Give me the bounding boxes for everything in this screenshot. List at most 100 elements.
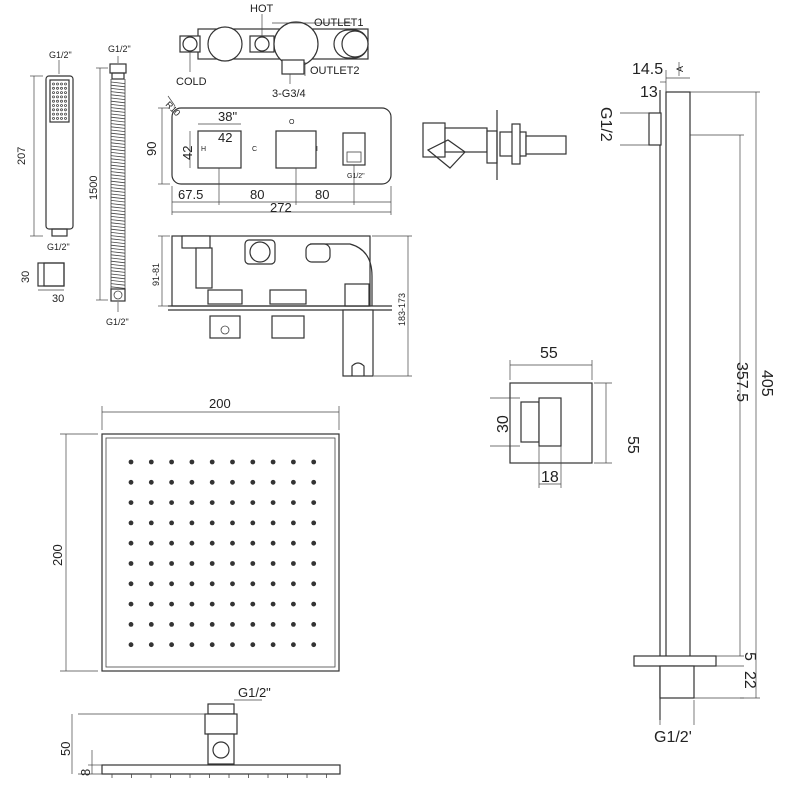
nozzle-dot: [311, 581, 317, 587]
nozzle-dot: [148, 622, 154, 627]
hose-coil: [110, 260, 126, 264]
hose-coil: [110, 110, 126, 113]
nozzle-dot: [189, 601, 195, 607]
hose-coil: [110, 270, 126, 273]
handset-nozzle: [52, 86, 55, 90]
nozzle-dot: [250, 601, 256, 607]
nozzle-dot: [169, 561, 175, 566]
hose-coil: [110, 161, 126, 164]
hose-coil: [110, 267, 126, 270]
hose-coil: [110, 206, 126, 209]
nozzle-dot: [189, 561, 195, 566]
arm-nipple: 22: [741, 671, 758, 689]
nozzle-dot: [128, 642, 134, 648]
hot-label: HOT: [250, 3, 274, 15]
nozzle-dot: [230, 520, 235, 526]
handset-nozzle: [52, 91, 55, 94]
head-thickness: 8: [78, 769, 93, 776]
nozzle-dot: [270, 459, 276, 465]
hose-coil: [110, 283, 126, 286]
nozzle-dot: [311, 459, 317, 465]
handset-nozzle: [60, 117, 63, 120]
hose-drawing: [96, 56, 127, 312]
nozzle-dot: [169, 601, 175, 607]
knob-diameter: 38": [218, 109, 237, 124]
cold-label: COLD: [176, 76, 207, 88]
shower-head-front: [60, 406, 340, 672]
hose-coil: [110, 222, 126, 225]
inlet-label: 3-G3/4: [272, 88, 306, 100]
hose-coil: [110, 177, 126, 180]
handset-nozzle: [56, 112, 59, 116]
nozzle-dot: [270, 520, 276, 526]
section-mark: A: [675, 66, 685, 72]
nozzle-dot: [311, 500, 317, 505]
nozzle-dot: [270, 540, 276, 546]
nozzle-dot: [128, 581, 134, 587]
nozzle-dot: [250, 540, 256, 546]
hose-coil: [110, 276, 126, 280]
nozzle-dot: [209, 540, 215, 546]
nozzle-dot: [128, 601, 134, 607]
nozzle-dot: [148, 601, 154, 607]
head-side-height: 50: [58, 742, 73, 756]
handset-nozzle: [60, 82, 63, 86]
nozzle-dot: [189, 479, 195, 485]
head-width: 200: [209, 396, 231, 411]
handset-nozzle: [56, 95, 59, 99]
handset-nozzle: [56, 108, 59, 112]
shower-arm-drawing: [620, 62, 760, 725]
hose-coil: [110, 193, 126, 196]
nozzle-dot: [169, 622, 175, 627]
knob-pitch-2: 80: [315, 187, 329, 202]
shower-head-side: [71, 699, 341, 778]
hose-coil: [110, 132, 126, 136]
outlet1-label: OUTLET1: [314, 17, 364, 29]
nozzle-dot: [209, 622, 215, 627]
handset-drawing: [30, 60, 74, 291]
handset-nozzle: [64, 95, 67, 99]
handset-thread-top: G1/2": [49, 50, 72, 60]
valve-depth-range: 91-81: [151, 263, 161, 286]
hose-coil: [110, 148, 126, 152]
hose-thread-bottom: G1/2": [106, 317, 129, 327]
faceplate-front: [158, 95, 392, 215]
nozzle-dot: [148, 581, 154, 587]
nozzle-dot: [128, 479, 134, 485]
hose-coil: [110, 190, 126, 193]
handset-nozzle: [60, 91, 63, 94]
outlet2-label: OUTLET2: [310, 65, 360, 77]
handset-nozzle: [52, 82, 55, 86]
nozzle-dot: [128, 520, 134, 526]
nozzle-dot: [209, 601, 215, 607]
handset-thread-bottom: G1/2": [47, 242, 70, 252]
hose-coil: [110, 244, 126, 248]
nozzle-dot: [311, 601, 317, 607]
hose-coil: [110, 254, 126, 257]
head-height: 200: [50, 544, 65, 566]
hose-coil: [110, 145, 126, 148]
hose-coil: [110, 184, 126, 187]
nozzle-dot: [270, 601, 276, 607]
hose-coil: [110, 129, 126, 132]
nozzle-dot: [209, 561, 215, 566]
hose-coil: [110, 238, 126, 241]
arm-side-detail: [422, 110, 567, 180]
handset-nozzle: [60, 112, 63, 116]
nozzle-dot: [250, 561, 256, 566]
hose-coil: [110, 171, 126, 174]
handset-nozzle: [52, 95, 55, 99]
nozzle-dot: [189, 459, 195, 465]
nozzle-dot: [230, 540, 235, 546]
hose-coil: [110, 200, 126, 203]
offset-left: 67.5: [178, 187, 203, 202]
outlet-thread: G1/2": [347, 173, 365, 180]
hose-thread-top: G1/2": [108, 44, 131, 54]
nozzle-dot: [148, 642, 154, 648]
mark-c: C: [252, 146, 257, 153]
handset-nozzle: [56, 99, 59, 103]
nozzle-dot: [128, 622, 134, 627]
nozzle-dot: [230, 459, 235, 465]
hose-coil: [110, 212, 126, 216]
hose-coil: [110, 251, 126, 254]
